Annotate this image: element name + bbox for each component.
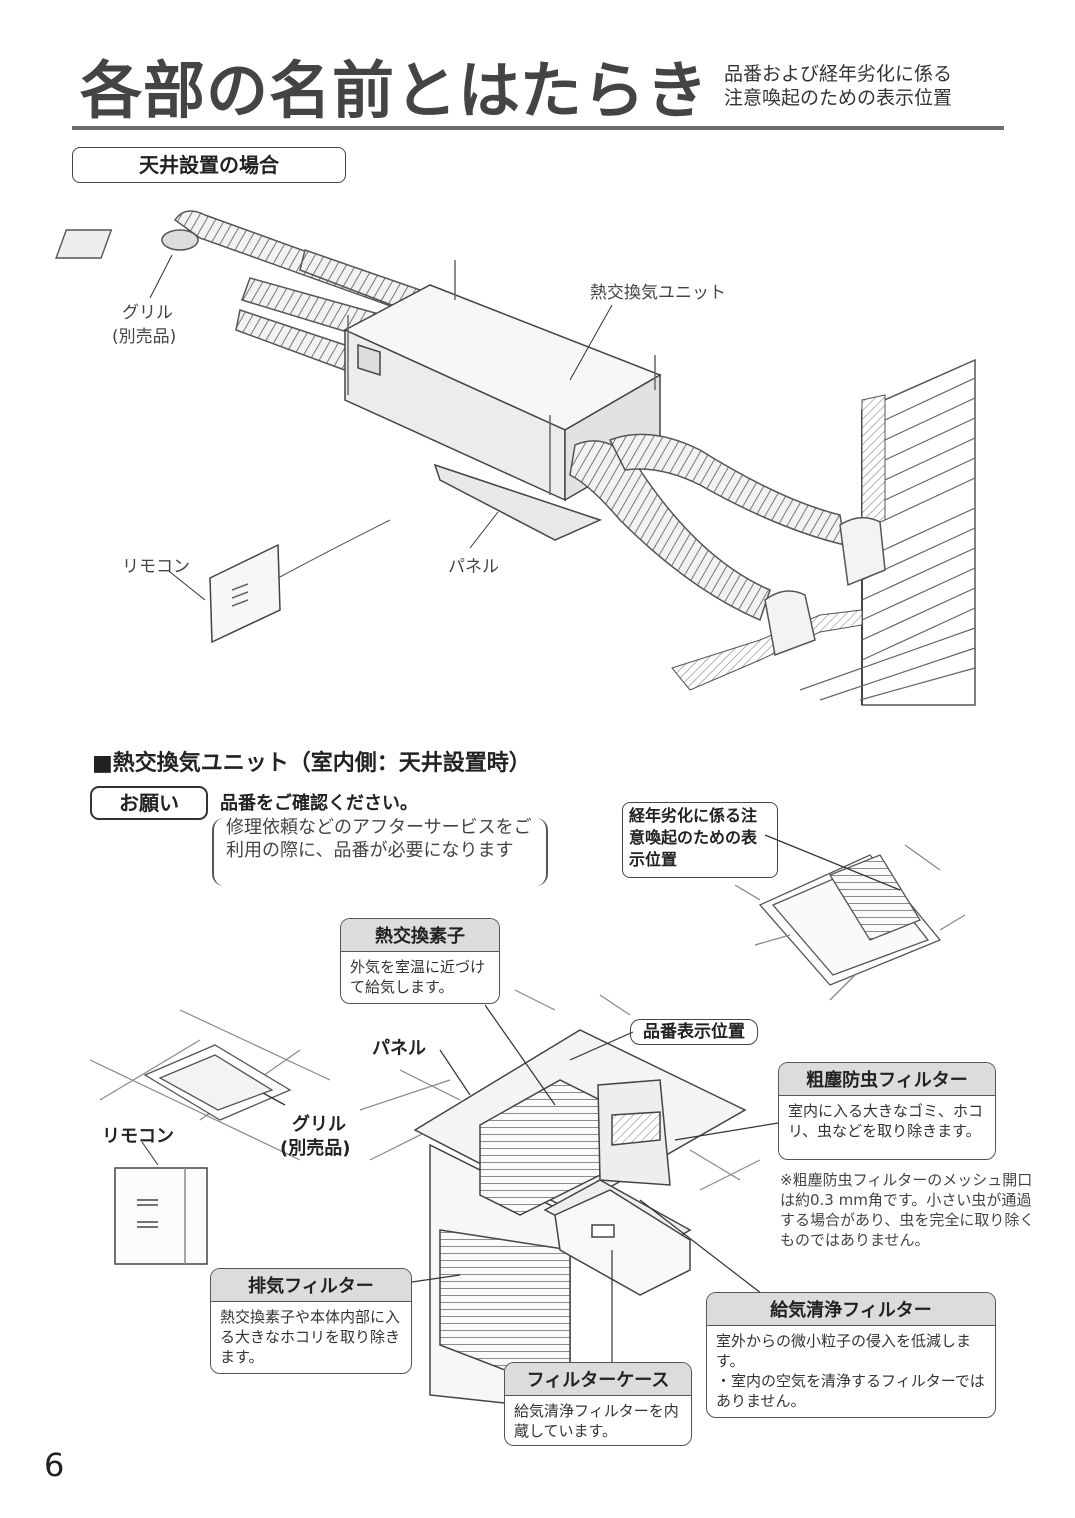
box-coarse-filter: 粗塵防虫フィルター 室内に入る大きなゴミ、ホコリ、虫などを取り除きます。 bbox=[778, 1062, 996, 1160]
leader-lines bbox=[404, 1004, 779, 1365]
remote-caption: リモコン bbox=[122, 557, 190, 577]
page-title: 各部の名前とはたらき bbox=[80, 54, 709, 127]
coarse-filter-desc: 室内に入る大きなゴミ、ホコリ、虫などを取り除きます。 bbox=[788, 1102, 984, 1140]
unit-body-open bbox=[413, 1029, 747, 1411]
panel-caption: パネル bbox=[448, 557, 499, 577]
unit-box bbox=[343, 260, 662, 541]
grill-note-2: (別売品) bbox=[280, 1138, 351, 1159]
ceiling-grid-lines bbox=[89, 989, 761, 1191]
request-text: 修理依頼などのアフターサービスをご利用の際に、品番が必要になります bbox=[226, 817, 532, 861]
title-rule bbox=[72, 126, 1004, 130]
box-supply-filter: 給気清浄フィルター 室外からの微小粒子の侵入を低減します。 ・室内の空気を清浄す… bbox=[706, 1292, 996, 1418]
filter-case-title: フィルターケース bbox=[505, 1363, 691, 1396]
remote-controller-1 bbox=[209, 519, 391, 644]
page-number: 6 bbox=[44, 1446, 65, 1484]
grill-caption-note: (別売品) bbox=[112, 327, 177, 347]
exhaust-filter-desc: 熱交換素子や本体内部に入る大きなホコリを取り除きます。 bbox=[220, 1308, 401, 1366]
figure-unit-interior bbox=[89, 989, 779, 1411]
core-desc: 外気を室温に近づけて給気します。 bbox=[350, 958, 486, 996]
figure-panel-topview bbox=[734, 834, 966, 1001]
exterior-wall bbox=[671, 358, 976, 706]
grill-2 bbox=[143, 1044, 292, 1121]
remote-label-2: リモコン bbox=[102, 1126, 174, 1147]
brace-left bbox=[212, 818, 226, 886]
brace-right bbox=[534, 818, 548, 886]
unit-caption: 熱交換気ユニット bbox=[590, 283, 726, 303]
supply-filter-desc: 室外からの微小粒子の侵入を低減します。 bbox=[716, 1332, 972, 1370]
supply-filter-desc-2: ・室内の空気を清浄するフィルターではありません。 bbox=[716, 1372, 985, 1410]
panel-label-2: パネル bbox=[372, 1038, 426, 1059]
box-filter-case: フィルターケース 給気清浄フィルターを内蔵しています。 bbox=[504, 1362, 692, 1446]
subtitle-line-2: 注意喚起のための表示位置 bbox=[724, 87, 953, 109]
core-title: 熱交換素子 bbox=[341, 919, 499, 952]
unit-section-heading: ■熱交換気ユニット（室内側：天井設置時） bbox=[92, 751, 531, 776]
mesh-note: ※粗塵防虫フィルターのメッシュ開口は約0.3 mm角です。小さい虫が通過する場合… bbox=[780, 1171, 1035, 1249]
remote-controller-2 bbox=[114, 1141, 208, 1265]
ducts-right bbox=[569, 433, 886, 657]
page-subtitle: 品番および経年劣化に係る 注意喚起のための表示位置 bbox=[724, 62, 952, 110]
exhaust-filter-title: 排気フィルター bbox=[211, 1269, 411, 1302]
subtitle-line-1: 品番および経年劣化に係る bbox=[724, 63, 953, 85]
coarse-filter-title: 粗塵防虫フィルター bbox=[779, 1063, 995, 1096]
grill-label-2: グリル bbox=[292, 1114, 346, 1135]
request-badge: お願い bbox=[90, 786, 208, 820]
box-exhaust-filter: 排気フィルター 熱交換素子や本体内部に入る大きなホコリを取り除きます。 bbox=[210, 1268, 412, 1374]
figure-ceiling-install bbox=[55, 210, 976, 706]
request-title: 品番をご確認ください。 bbox=[220, 793, 418, 814]
filter-case-desc: 給気清浄フィルターを内蔵しています。 bbox=[514, 1402, 679, 1440]
model-position-label: 品番表示位置 bbox=[630, 1019, 758, 1045]
section-label: 天井設置の場合 bbox=[72, 147, 346, 183]
aging-label: 経年劣化に係る注意喚起のための表示位置 bbox=[622, 802, 778, 878]
supply-filter-title: 給気清浄フィルター bbox=[707, 1293, 995, 1326]
grill-caption: グリル bbox=[122, 303, 173, 323]
box-heat-exchange-core: 熱交換素子 外気を室温に近づけて給気します。 bbox=[340, 918, 500, 1004]
